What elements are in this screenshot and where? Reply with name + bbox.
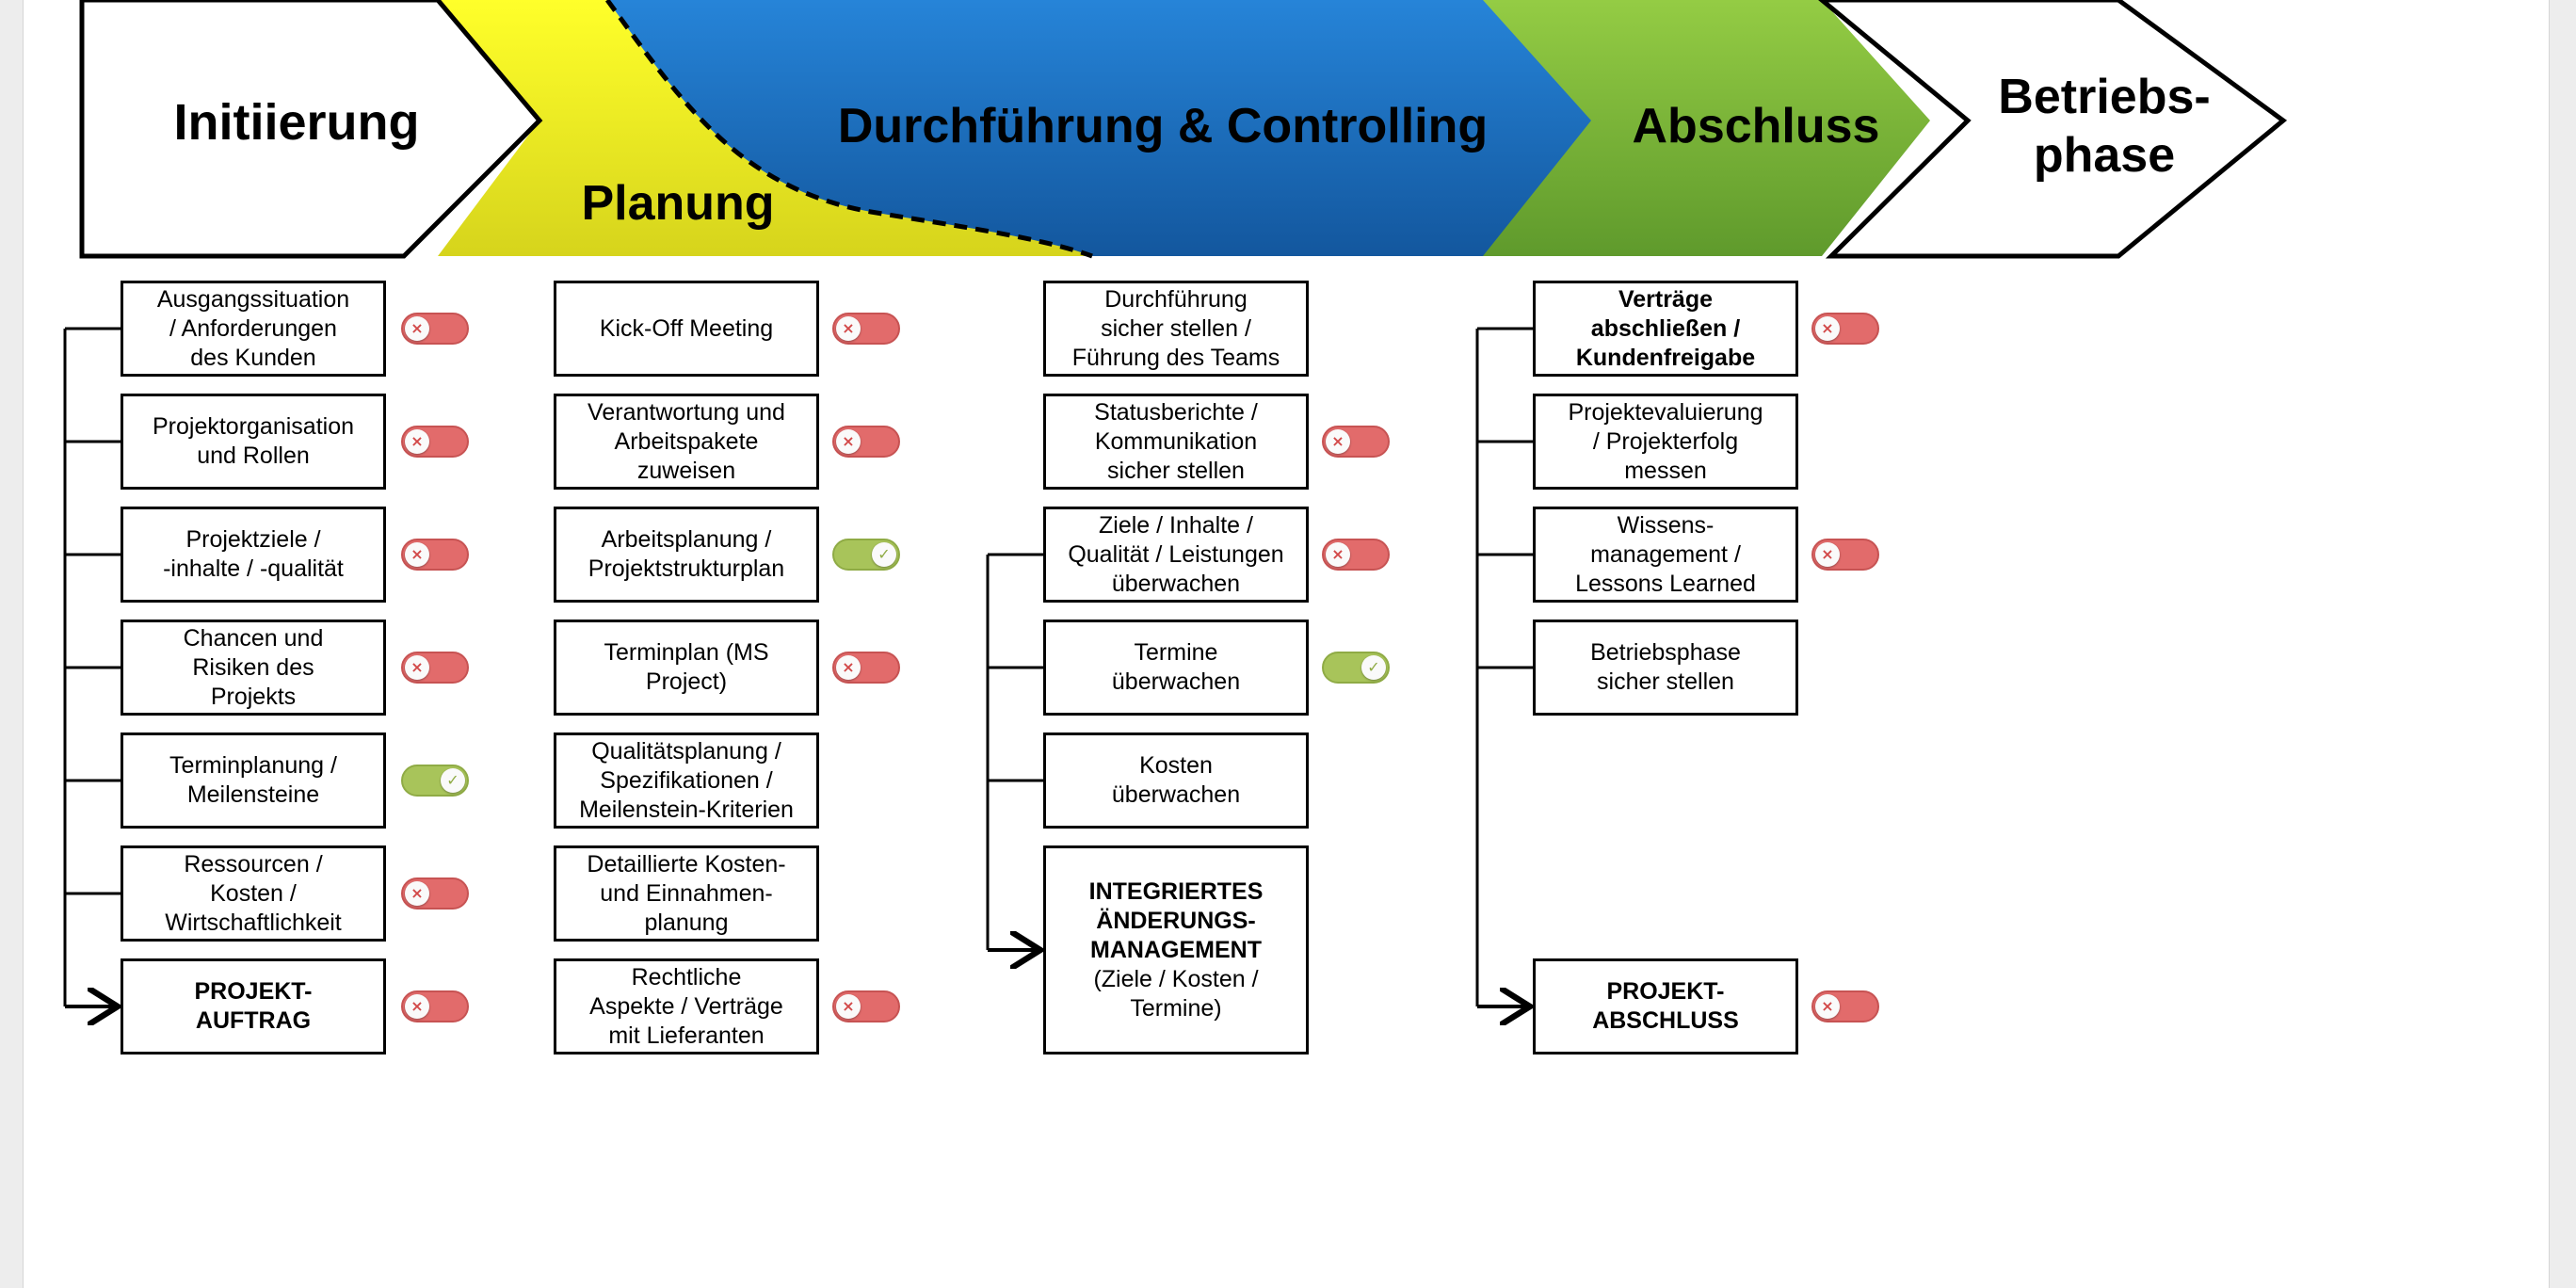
status-toggle-projektziele[interactable]: ×: [401, 539, 469, 571]
toggle-off-icon: ×: [836, 316, 861, 341]
phase-label-durchfuehrung: Durchführung & Controlling: [837, 99, 1489, 153]
status-toggle-terminplanung[interactable]: ✓: [401, 765, 469, 797]
status-toggle-kickoff[interactable]: ×: [832, 313, 900, 345]
phase-label-abschluss: Abschluss: [1632, 99, 1880, 153]
phase-label-planung: Planung: [581, 176, 775, 231]
task-box-projektorganisation: Projektorganisation und Rollen: [121, 394, 386, 490]
task-box-terminplan: Terminplan (MS Project): [554, 620, 819, 716]
task-box-chancen-risiken: Chancen und Risiken des Projekts: [121, 620, 386, 716]
task-box-ziele-ueberwachen: Ziele / Inhalte / Qualität / Leistungen …: [1043, 507, 1309, 603]
task-box-projektevaluierung: Projektevaluierung / Projekterfolg messe…: [1533, 394, 1798, 490]
initiierung-chevron: [79, 0, 543, 259]
toggle-off-icon: ×: [1815, 994, 1840, 1019]
abschluss-chevron: [1478, 0, 1930, 256]
status-toggle-verantwortung[interactable]: ×: [832, 426, 900, 458]
status-toggle-wissensmanagement[interactable]: ×: [1811, 539, 1879, 571]
status-toggle-ziele-ueberwachen[interactable]: ×: [1322, 539, 1390, 571]
toggle-off-icon: ×: [405, 316, 429, 341]
task-box-ausgangssituation: Ausgangssituation / Anforderungen des Ku…: [121, 281, 386, 377]
task-box-projektabschluss: PROJEKT- ABSCHLUSS: [1533, 958, 1798, 1055]
toggle-on-icon: ✓: [1361, 655, 1386, 680]
phase-label-initiierung: Initiierung: [173, 94, 420, 151]
toggle-off-icon: ×: [405, 881, 429, 906]
toggle-off-icon: ×: [405, 542, 429, 567]
task-box-kosten-ueberwachen: Kosten überwachen: [1043, 733, 1309, 829]
toggle-off-icon: ×: [405, 655, 429, 680]
task-box-aenderungsmanagement: INTEGRIERTES ÄNDERUNGS- MANAGEMENT (Ziel…: [1043, 845, 1309, 1055]
task-box-kickoff: Kick-Off Meeting: [554, 281, 819, 377]
toggle-off-icon: ×: [1326, 542, 1350, 567]
status-toggle-ausgangssituation[interactable]: ×: [401, 313, 469, 345]
status-toggle-vertraege[interactable]: ×: [1811, 313, 1879, 345]
planung-divider: [604, 0, 1093, 259]
task-box-rechtliche-aspekte: Rechtliche Aspekte / Verträge mit Liefer…: [554, 958, 819, 1055]
status-toggle-projektabschluss[interactable]: ×: [1811, 990, 1879, 1022]
status-toggle-rechtliche-aspekte[interactable]: ×: [832, 990, 900, 1022]
task-box-termine-ueberwachen: Termine überwachen: [1043, 620, 1309, 716]
task-box-projektauftrag: PROJEKT- AUFTRAG: [121, 958, 386, 1055]
abschluss-bracket: [1475, 327, 1534, 1006]
status-toggle-arbeitsplanung[interactable]: ✓: [832, 539, 900, 571]
betriebsphase-chevron: [1818, 0, 2288, 259]
task-box-projektziele: Projektziele / -inhalte / -qualität: [121, 507, 386, 603]
status-toggle-terminplan[interactable]: ×: [832, 652, 900, 684]
toggle-off-icon: ×: [1815, 316, 1840, 341]
durchfuehrung-bracket: [986, 553, 1044, 950]
task-box-terminplanung: Terminplanung / Meilensteine: [121, 733, 386, 829]
task-box-betriebsphase: Betriebsphase sicher stellen: [1533, 620, 1798, 716]
task-box-verantwortung: Verantwortung und Arbeitspakete zuweisen: [554, 394, 819, 490]
phase-banner: [63, 0, 2288, 1288]
toggle-off-icon: ×: [1326, 429, 1350, 454]
toggle-off-icon: ×: [405, 429, 429, 454]
task-box-statusberichte: Statusberichte / Kommunikation sicher st…: [1043, 394, 1309, 490]
task-box-qualitaetsplanung: Qualitätsplanung / Spezifikationen / Mei…: [554, 733, 819, 829]
status-toggle-chancen-risiken[interactable]: ×: [401, 652, 469, 684]
toggle-off-icon: ×: [836, 994, 861, 1019]
toggle-on-icon: ✓: [441, 768, 465, 793]
diagram-canvas: Initiierung Planung Durchführung & Contr…: [23, 0, 2550, 1288]
status-toggle-termine-ueberwachen[interactable]: ✓: [1322, 652, 1390, 684]
task-box-arbeitsplanung: Arbeitsplanung / Projektstrukturplan: [554, 507, 819, 603]
toggle-off-icon: ×: [1815, 542, 1840, 567]
status-toggle-statusberichte[interactable]: ×: [1322, 426, 1390, 458]
status-toggle-ressourcen[interactable]: ×: [401, 877, 469, 910]
task-box-wissensmanagement: Wissens- management / Lessons Learned: [1533, 507, 1798, 603]
task-box-ressourcen: Ressourcen / Kosten / Wirtschaftlichkeit: [121, 845, 386, 942]
toggle-on-icon: ✓: [872, 542, 896, 567]
planung-region: [438, 0, 1092, 256]
durchfuehrung-chevron: [607, 0, 1591, 256]
status-toggle-projektorganisation[interactable]: ×: [401, 426, 469, 458]
task-box-durchfuehrung: Durchführung sicher stellen / Führung de…: [1043, 281, 1309, 377]
task-box-kostenplanung: Detaillierte Kosten- und Einnahmen- plan…: [554, 845, 819, 942]
initiierung-bracket: [63, 327, 121, 1006]
phase-label-betriebsphase: Betriebs- phase: [1998, 70, 2211, 183]
toggle-off-icon: ×: [836, 429, 861, 454]
aenderungsmanagement-title: INTEGRIERTES ÄNDERUNGS- MANAGEMENT: [1088, 877, 1264, 963]
toggle-off-icon: ×: [405, 994, 429, 1019]
task-box-vertraege: Verträge abschließen / Kundenfreigabe: [1533, 281, 1798, 377]
status-toggle-projektauftrag[interactable]: ×: [401, 990, 469, 1022]
aenderungsmanagement-subtitle: (Ziele / Kosten / Termine): [1093, 965, 1259, 1022]
toggle-off-icon: ×: [836, 655, 861, 680]
